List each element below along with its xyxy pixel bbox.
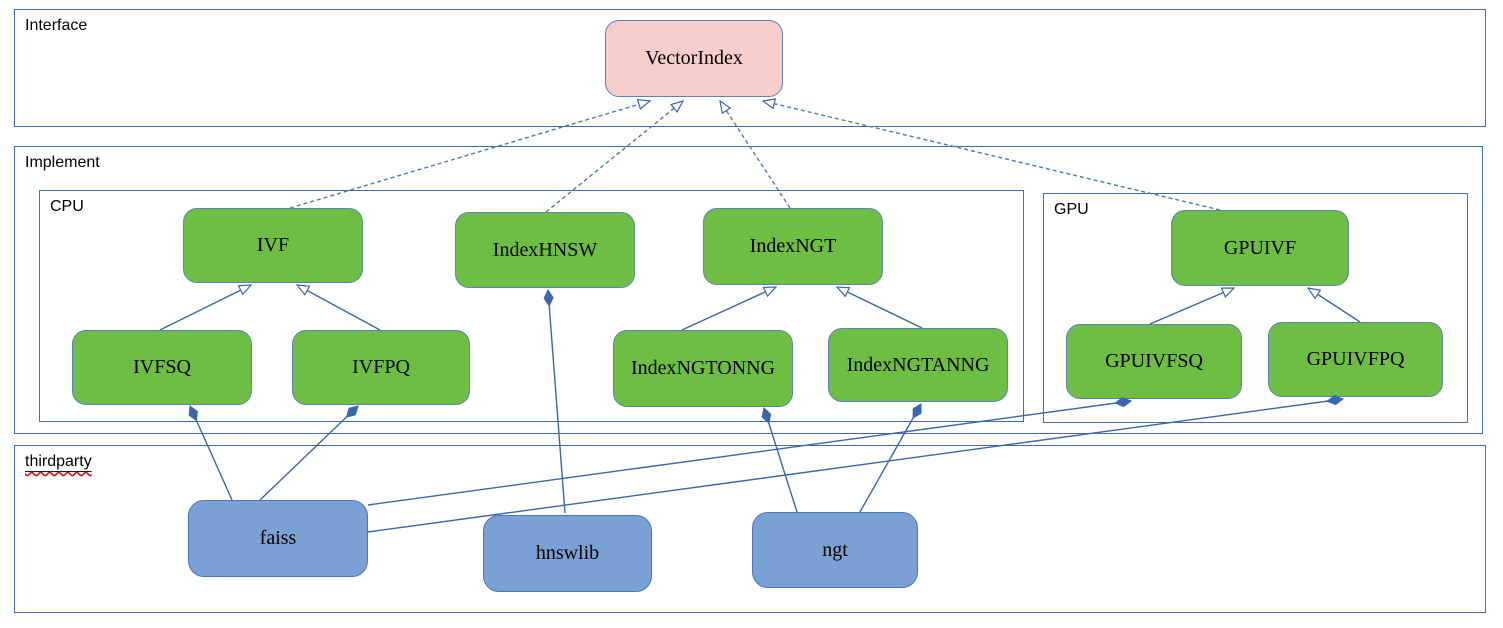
- node-indexngtonng-label: IndexNGTONNG: [630, 357, 776, 379]
- node-ivf: IVF: [183, 208, 363, 283]
- node-ngt: ngt: [752, 512, 918, 588]
- node-gpuivf: GPUIVF: [1171, 210, 1349, 286]
- node-ivfpq-label: IVFPQ: [352, 356, 410, 378]
- node-ivf-label: IVF: [256, 234, 290, 256]
- node-ivfpq: IVFPQ: [292, 330, 470, 405]
- node-ivfsq: IVFSQ: [72, 330, 252, 405]
- node-gpuivfpq: GPUIVFPQ: [1268, 322, 1443, 397]
- node-hnswlib-label: hnswlib: [535, 542, 600, 564]
- node-gpuivfsq-label: GPUIVFSQ: [1105, 350, 1203, 372]
- node-indexngt-label: IndexNGT: [749, 235, 837, 257]
- container-thirdparty-label-text: thirdparty: [25, 453, 92, 470]
- container-thirdparty-label: thirdparty: [25, 453, 92, 471]
- node-indexngt: IndexNGT: [703, 208, 883, 285]
- container-cpu-label: CPU: [50, 198, 84, 215]
- node-hnswlib: hnswlib: [483, 515, 652, 592]
- node-gpuivf-label: GPUIVF: [1223, 236, 1297, 259]
- node-faiss: faiss: [188, 500, 368, 577]
- node-indexhnsw: IndexHNSW: [455, 212, 635, 288]
- node-vectorindex-label: VectorIndex: [645, 47, 743, 69]
- container-gpu-label: GPU: [1054, 201, 1089, 218]
- node-indexngtonng: IndexNGTONNG: [613, 330, 793, 407]
- container-implement-label: Implement: [25, 154, 100, 171]
- node-indexngtanng-label: IndexNGTANNG: [846, 353, 990, 376]
- node-indexngtanng: IndexNGTANNG: [828, 328, 1008, 402]
- node-gpuivfsq: GPUIVFSQ: [1066, 324, 1242, 399]
- node-gpuivfpq-label: GPUIVFPQ: [1306, 348, 1405, 370]
- node-vectorindex: VectorIndex: [605, 20, 783, 97]
- node-indexhnsw-label: IndexHNSW: [492, 238, 598, 261]
- node-faiss-label: faiss: [259, 527, 297, 549]
- node-ivfsq-label: IVFSQ: [133, 356, 191, 378]
- node-ngt-label: ngt: [822, 538, 848, 561]
- container-interface-label: Interface: [25, 17, 88, 34]
